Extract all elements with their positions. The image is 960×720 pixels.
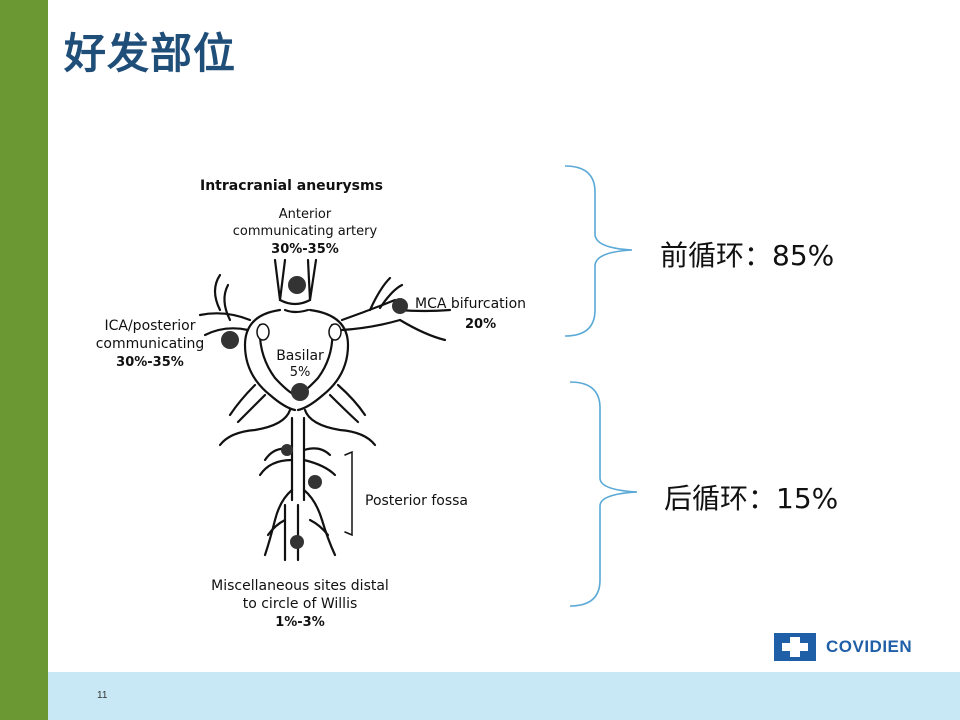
circle-right	[296, 308, 350, 412]
label-mca-pct: 20%	[465, 317, 496, 332]
aca-right	[306, 258, 318, 302]
anterior-circulation-stat: 前循环：85%	[660, 239, 835, 272]
aca-left	[273, 258, 287, 302]
label-ica-pct: 30%-35%	[116, 355, 184, 370]
basilar-trunk	[290, 416, 306, 502]
aneurysm-mca	[392, 298, 408, 314]
label-anterior-pct: 30%-35%	[271, 242, 339, 257]
aneurysm-basilar	[291, 383, 309, 401]
covidien-logo: COVIDIEN	[774, 633, 912, 661]
label-misc-willis: to circle of Willis	[243, 596, 358, 612]
aneurysm-pf2	[308, 475, 322, 489]
label-misc: Miscellaneous sites distal	[211, 578, 389, 594]
page-number: 11	[97, 690, 108, 701]
label-basilar-pct: 5%	[290, 365, 311, 380]
pca-right	[303, 408, 377, 447]
label-mca: MCA bifurcation	[415, 296, 526, 312]
anterior-brace	[564, 165, 633, 337]
slide-title: 好发部位	[64, 29, 237, 78]
label-misc-pct: 1%-3%	[275, 615, 325, 630]
footer-band	[48, 672, 960, 720]
posterior-brace	[569, 381, 638, 607]
label-ica: ICA/posterior	[104, 318, 195, 334]
aneurysm-location-diagram: Intracranial aneurysms Anterior communic…	[96, 178, 526, 630]
pca-left	[218, 408, 292, 447]
aneurysm-distal	[290, 535, 304, 549]
diagram-heading: Intracranial aneurysms	[200, 178, 383, 194]
aneurysm-ica	[221, 331, 239, 349]
posterior-circulation-stat: 后循环：15%	[664, 482, 839, 515]
aneurysm-pf1	[281, 444, 293, 456]
aneurysm-acom	[288, 276, 306, 294]
logo-text: COVIDIEN	[826, 637, 913, 656]
covidien-logo-icon	[774, 633, 816, 661]
label-anterior-artery: communicating artery	[233, 224, 378, 239]
label-basilar: Basilar	[276, 348, 324, 364]
label-ica-comm: communicating	[96, 336, 205, 352]
label-anterior: Anterior	[279, 207, 332, 222]
left-accent-bar	[0, 0, 48, 720]
circle-left	[243, 308, 297, 412]
label-posterior-fossa: Posterior fossa	[365, 493, 468, 509]
